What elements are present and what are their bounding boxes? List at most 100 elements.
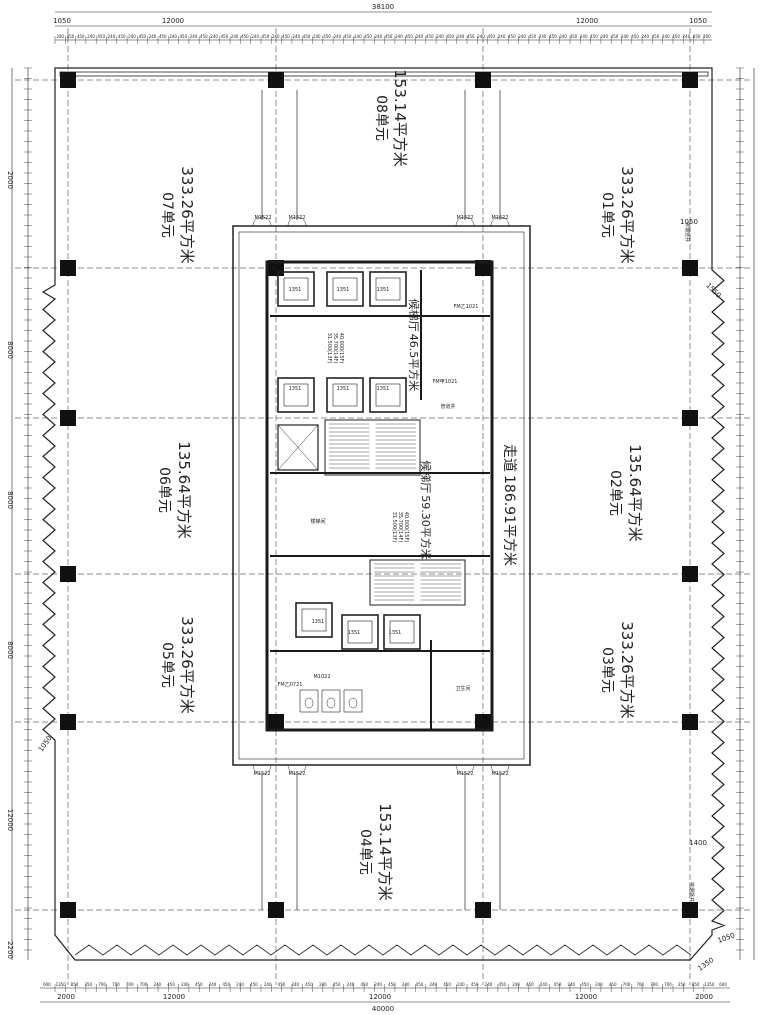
dim-bottom-edge-left: 2000 <box>57 993 75 1001</box>
dim-sub-label: 600 <box>719 982 727 987</box>
smoke-shaft-note: 排烟竖井 <box>684 222 691 242</box>
dim-sub-label: 240 <box>231 34 239 39</box>
column <box>682 410 698 426</box>
column <box>60 260 76 276</box>
elevator-shaft <box>369 377 407 413</box>
dim-sub-label: 450 <box>405 34 413 39</box>
elevator-shaft <box>341 614 379 650</box>
column <box>475 72 491 88</box>
elevator-car <box>301 608 327 632</box>
core-partition <box>420 270 422 400</box>
door-tag: FM乙0721 <box>278 681 303 688</box>
dim-sub-label: 240 <box>540 982 548 987</box>
elevator-code: 1351 <box>377 386 390 392</box>
unit-05-label: 05单元 333.26平方米 <box>159 616 196 714</box>
column <box>682 260 698 276</box>
dim-left-label: 2000 <box>6 171 14 189</box>
corridor-label: 走道186.91平方米 <box>501 444 517 566</box>
dim-right-1400: 1400 <box>689 839 707 847</box>
dim-top-edge-right: 1050 <box>689 17 707 25</box>
dim-sub-label: 450 <box>77 34 85 39</box>
door-swing <box>455 216 466 227</box>
elevator-shaft <box>326 377 364 413</box>
door-swing <box>287 216 298 227</box>
elevator-code: 1351 <box>289 287 302 293</box>
column <box>268 714 284 730</box>
toilet-note: 卫生间 <box>455 685 470 692</box>
dim-sub-label: 240 <box>539 34 547 39</box>
dim-left-label: 12000 <box>6 809 14 831</box>
unit-name: 05单元 <box>159 642 175 688</box>
unit-name: 03单元 <box>599 647 615 693</box>
dim-sub-label: 450 <box>529 34 537 39</box>
unit-06-label: 06单元 135.64平方米 <box>156 441 193 539</box>
dim-sub-label: 850 <box>67 34 75 39</box>
dim-sub-label: 450 <box>282 34 290 39</box>
toilet-stall <box>299 689 319 713</box>
dim-sub-label: 240 <box>559 34 567 39</box>
door-tag: M1522 <box>456 215 473 221</box>
dim-sub-label: 450 <box>180 34 188 39</box>
toilet-stall <box>343 689 363 713</box>
dim-sub-label: 240 <box>416 34 424 39</box>
smoke-shaft-note: 排烟竖井 <box>688 882 695 902</box>
dim-sub-label: 240 <box>518 34 526 39</box>
grid-lines <box>15 28 752 985</box>
lobby-text: 候梯厅59.30平方米 <box>419 460 433 560</box>
dim-bottom-bay-mid: 12000 <box>369 993 391 1001</box>
dim-bottom-bay-right: 12000 <box>575 993 597 1001</box>
column <box>268 72 284 88</box>
corridor-outer <box>232 225 531 766</box>
column <box>60 410 76 426</box>
unit-03-label: 03单元 333.26平方米 <box>599 621 636 719</box>
unit-area: 135.64平方米 <box>175 441 193 539</box>
door-tag: M1522 <box>288 771 305 777</box>
core-partition <box>430 640 432 730</box>
door-swing <box>261 216 272 227</box>
unit-01-label: 01单元 333.26平方米 <box>599 166 636 264</box>
dim-sub-label: 700 <box>112 982 120 987</box>
column <box>475 714 491 730</box>
door-swing <box>490 764 501 775</box>
dim-sub-label: 240 <box>621 34 629 39</box>
stair-box <box>369 559 466 606</box>
dim-sub-label: 240 <box>512 982 520 987</box>
elevator-code: 1351 <box>337 287 350 293</box>
column <box>60 566 76 582</box>
column <box>475 260 491 276</box>
unit-area: 153.14平方米 <box>391 69 409 167</box>
door-tag: M1522 <box>253 771 270 777</box>
door-swing <box>287 764 298 775</box>
dim-sub-label: 450 <box>554 982 562 987</box>
unit-area: 135.64平方米 <box>626 444 644 542</box>
dim-sub-label: 240 <box>354 34 362 39</box>
dim-sub-label: 450 <box>97 34 105 39</box>
dim-sub-label: 450 <box>487 34 495 39</box>
unit-02-label: 02单元 135.64平方米 <box>607 444 644 542</box>
dim-sub-label: 450 <box>590 34 598 39</box>
dim-sub-label: 450 <box>333 982 341 987</box>
dim-sub-label: 240 <box>128 34 136 39</box>
dim-sub-label: 450 <box>364 34 372 39</box>
elevator-car <box>283 277 309 301</box>
unit-name: 04单元 <box>357 829 373 875</box>
dim-sub-label: 450 <box>195 982 203 987</box>
column <box>268 902 284 918</box>
unit-area: 333.26平方米 <box>178 166 196 264</box>
dim-sub-label: 450 <box>416 982 424 987</box>
dim-sub-label: 450 <box>631 34 639 39</box>
door-tag: M1522 <box>491 771 508 777</box>
level-text: 35.700(14F) <box>397 512 403 543</box>
dim-sub-label: 700 <box>98 982 106 987</box>
unit-name: 02单元 <box>607 470 623 516</box>
elevator-car <box>347 620 373 644</box>
dim-sub-label: 450 <box>323 34 331 39</box>
dim-sub-label: 450 <box>446 34 454 39</box>
dim-sub-label: 450 <box>388 982 396 987</box>
dim-sub-label: 240 <box>292 34 300 39</box>
bottom-facade <box>74 944 692 956</box>
shaft <box>277 424 319 471</box>
door-swing <box>296 216 307 227</box>
unit-04-label: 04单元 153.14平方米 <box>357 803 394 901</box>
